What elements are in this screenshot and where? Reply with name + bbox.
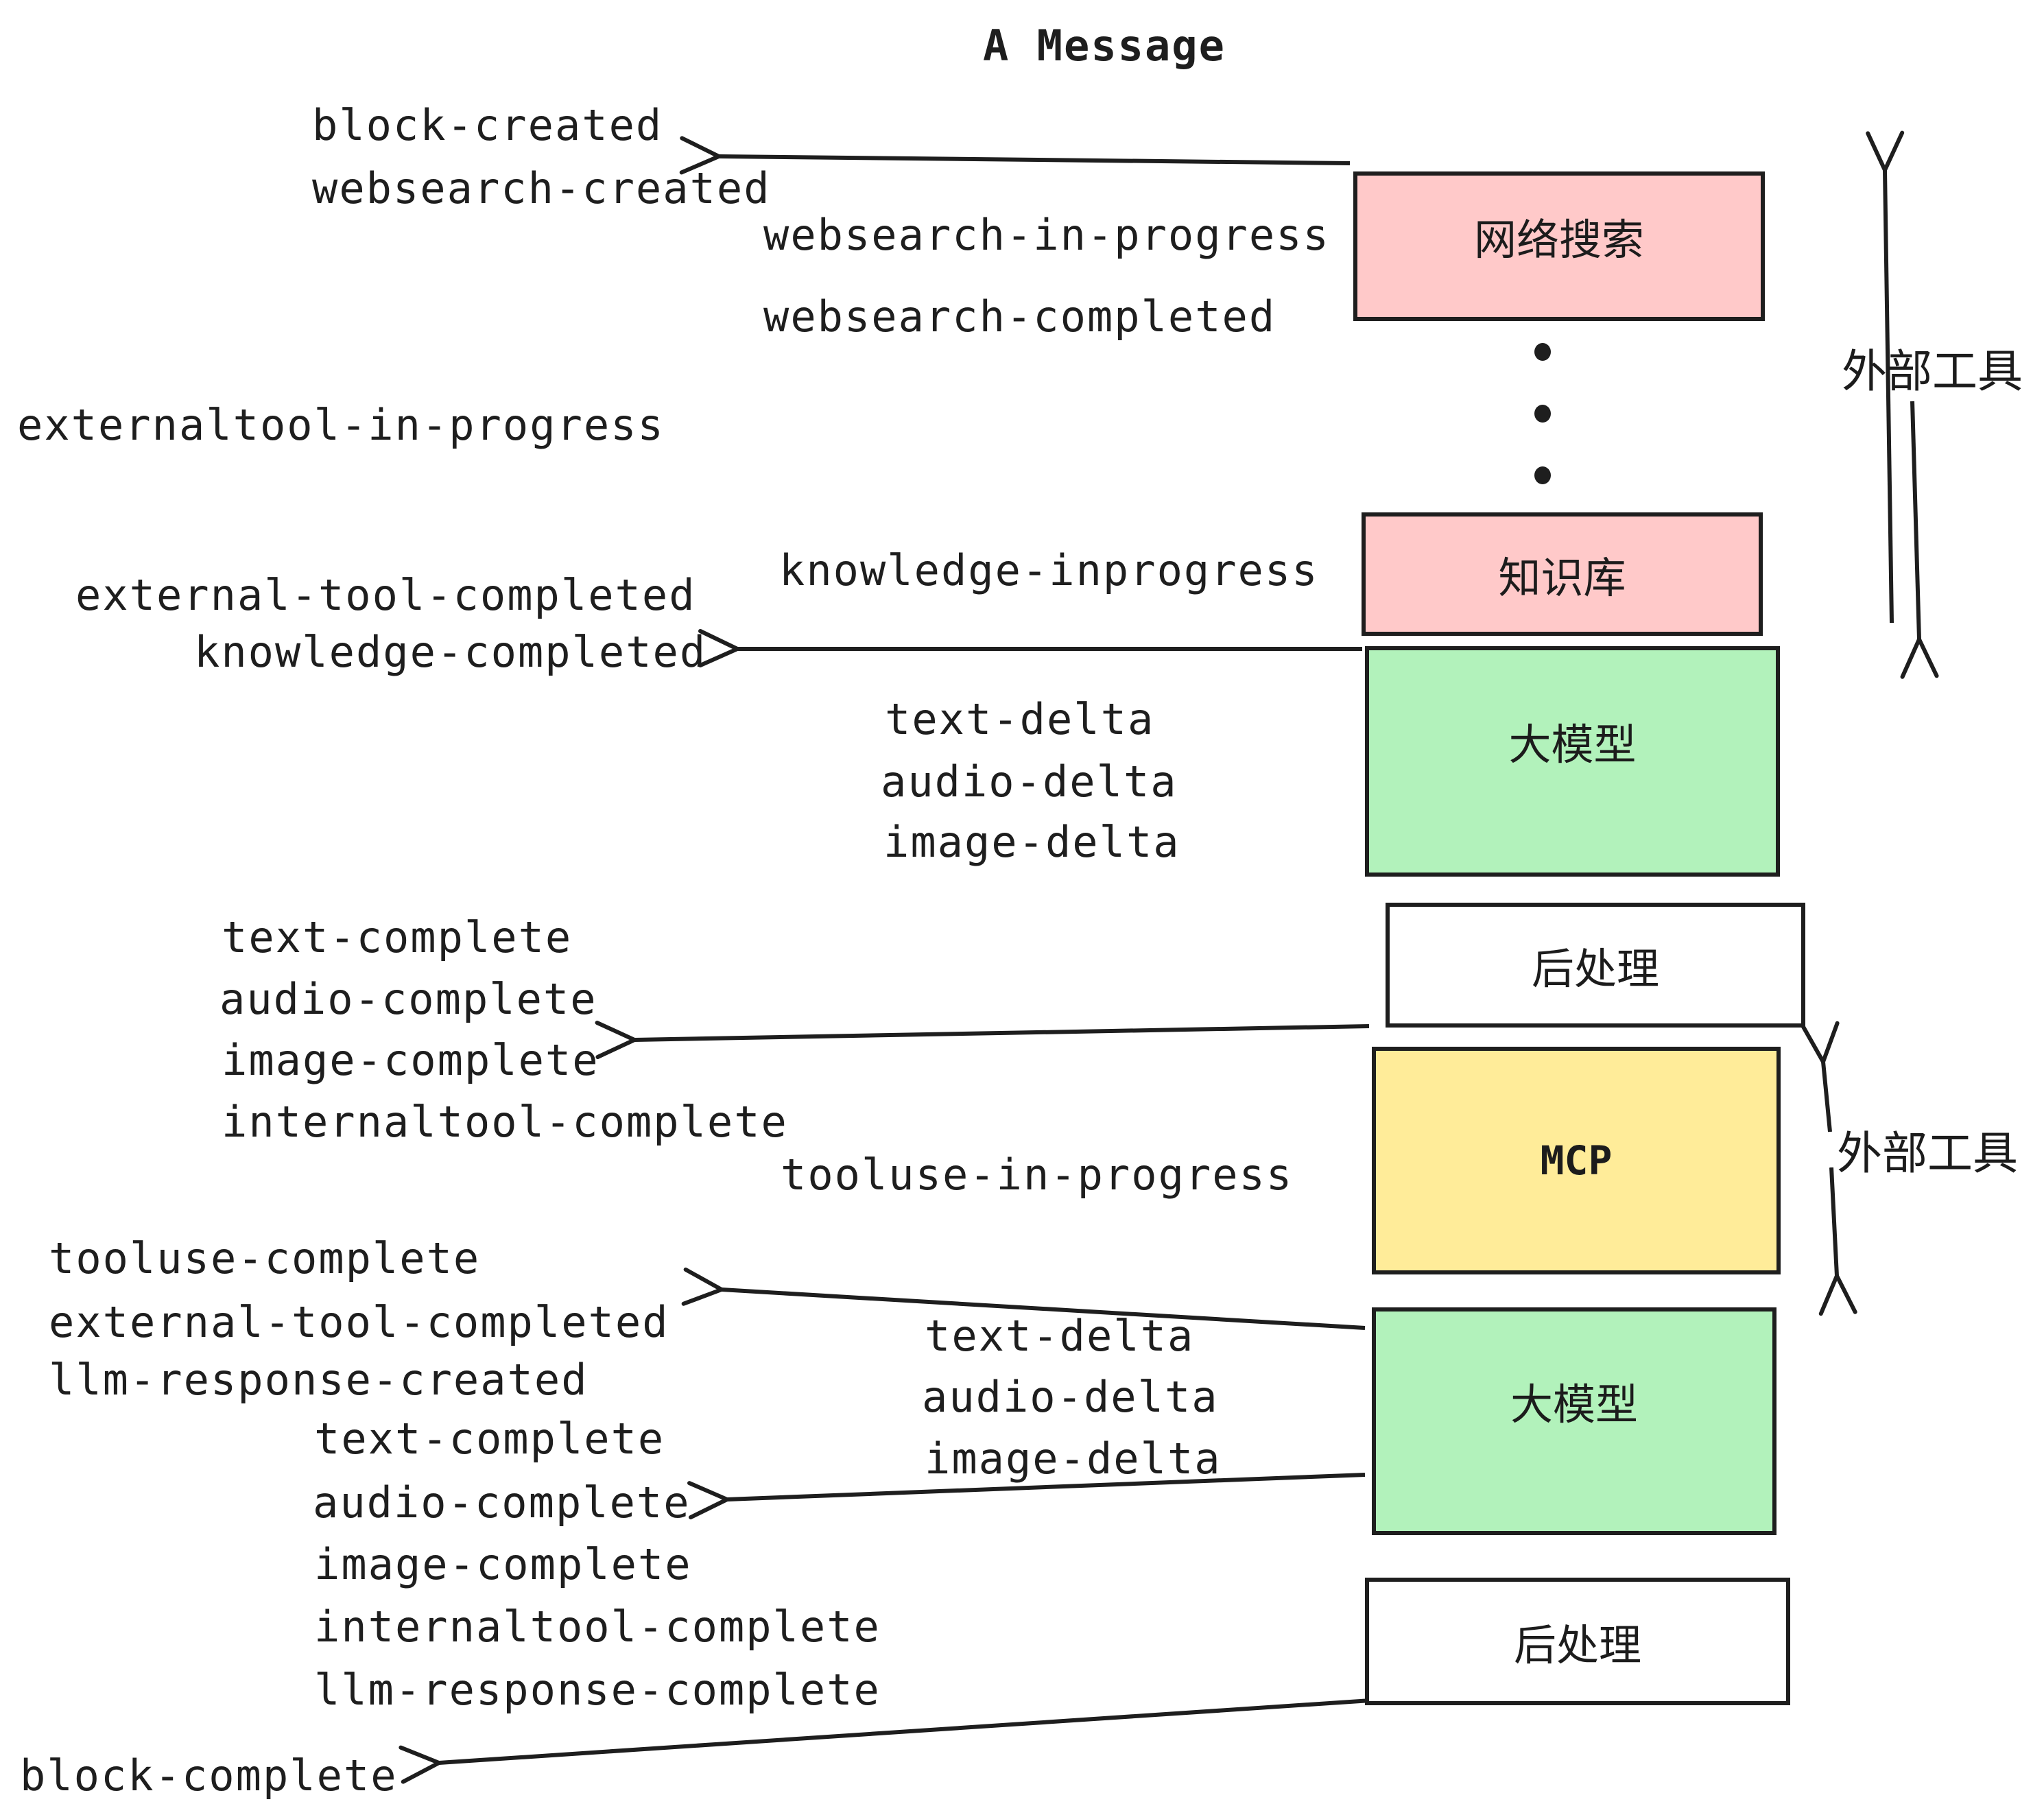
side-label-external-tools-top: 外部工具 [1842, 346, 2023, 396]
arrow-external-tool-down-1 [1900, 401, 1939, 679]
event-label-knowledge-completed: knowledge-completed [194, 627, 707, 677]
event-label-text-complete-1: text-complete [222, 912, 573, 962]
event-label-tooluse-complete: tooluse-complete [49, 1233, 481, 1283]
event-label-image-delta-2: image-delta [925, 1434, 1222, 1484]
event-label-text-delta-1: text-delta [885, 694, 1155, 744]
box-llm-1-label: 大模型 [1508, 722, 1637, 769]
box-llm-1: 大模型 [1365, 646, 1780, 877]
arrow-external-tool-down-2 [1818, 1167, 1857, 1316]
event-label-internaltool-complete-1: internaltool-complete [222, 1097, 788, 1147]
event-label-block-complete: block-complete [20, 1750, 398, 1801]
arrow-websearch-to-block-created [679, 136, 1351, 175]
event-label-audio-complete-2: audio-complete [313, 1477, 691, 1528]
box-postprocess-1: 后处理 [1386, 903, 1805, 1028]
event-label-llm-response-complete: llm-response-complete [314, 1665, 881, 1715]
event-label-knowledge-inprogress: knowledge-inprogress [779, 545, 1319, 595]
box-llm-2-label: 大模型 [1510, 1381, 1638, 1429]
box-knowledge: 知识库 [1362, 512, 1763, 636]
event-label-audio-complete-1: audio-complete [219, 974, 597, 1024]
dot [1534, 405, 1551, 423]
box-websearch-label: 网络搜索 [1473, 217, 1644, 264]
event-label-websearch-completed: websearch-completed [763, 292, 1276, 342]
side-label-external-tools-bottom: 外部工具 [1837, 1128, 2018, 1178]
dot [1534, 466, 1551, 484]
box-postprocess-1-label: 后处理 [1531, 946, 1659, 993]
arrow-post1-to-image-complete [595, 1021, 1370, 1060]
box-llm-2: 大模型 [1372, 1307, 1776, 1535]
box-postprocess-2-label: 后处理 [1513, 1622, 1641, 1670]
event-label-tooluse-in-progress: tooluse-in-progress [781, 1150, 1294, 1200]
event-label-image-complete-2: image-complete [314, 1539, 692, 1589]
event-label-internaltool-complete-2: internaltool-complete [314, 1602, 881, 1652]
event-label-image-delta-1: image-delta [883, 817, 1180, 867]
box-postprocess-2: 后处理 [1365, 1578, 1790, 1705]
event-label-audio-delta-2: audio-delta [922, 1372, 1219, 1422]
box-knowledge-label: 知识库 [1498, 555, 1626, 602]
event-label-websearch-created: websearch-created [312, 163, 771, 213]
arrow-external-tool-up-2 [1801, 1021, 1840, 1132]
box-websearch: 网络搜索 [1353, 171, 1765, 321]
event-label-block-created: block-created [312, 100, 663, 150]
event-label-image-complete-1: image-complete [222, 1035, 599, 1085]
event-label-llm-response-created: llm-response-created [49, 1355, 589, 1405]
event-label-external-tool-completed-2: external-tool-completed [49, 1297, 669, 1347]
event-label-external-tool-completed-1: external-tool-completed [75, 570, 696, 620]
event-label-text-delta-2: text-delta [925, 1311, 1195, 1361]
dot [1534, 343, 1551, 361]
box-mcp-label: MCP [1540, 1137, 1613, 1184]
event-label-text-complete-2: text-complete [314, 1414, 665, 1464]
event-label-externaltool-in-progress: externaltool-in-progress [17, 400, 665, 450]
box-mcp: MCP [1372, 1047, 1781, 1274]
page-title: A Message [983, 21, 1226, 71]
vertical-ellipsis-icon [1534, 343, 1551, 484]
event-label-audio-delta-1: audio-delta [881, 757, 1178, 807]
event-label-websearch-in-progress: websearch-in-progress [763, 210, 1330, 260]
